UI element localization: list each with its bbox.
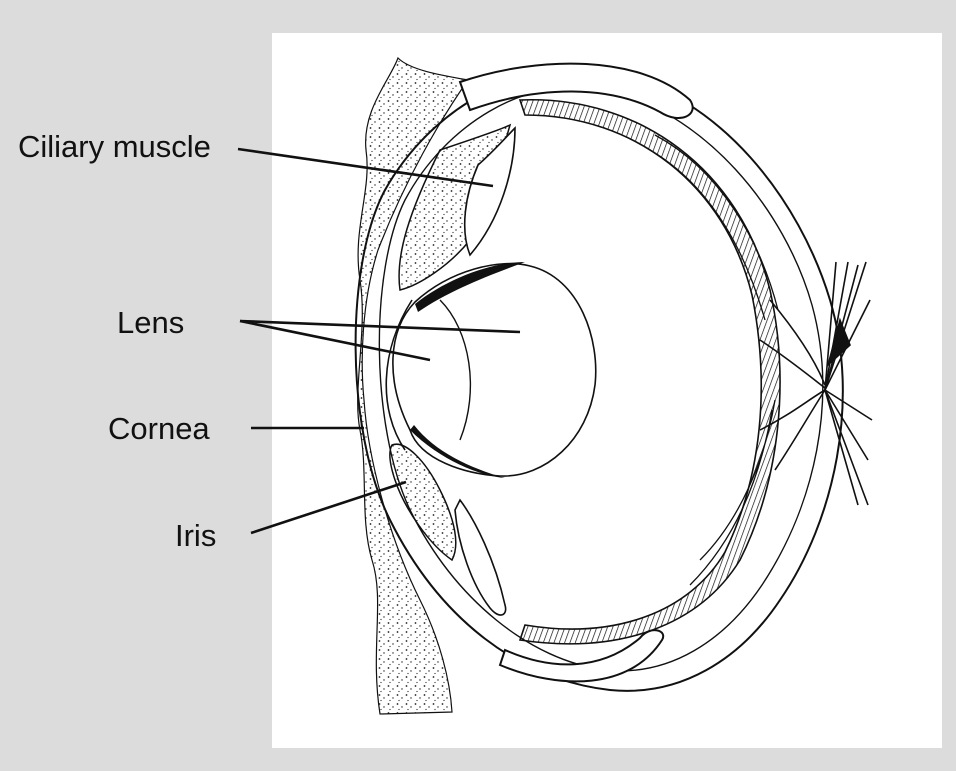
retina-band	[518, 99, 781, 645]
label-lens: Lens	[117, 305, 185, 340]
leader-line-lens-2	[239, 319, 431, 362]
leader-line-iris	[250, 480, 407, 535]
ciliary-muscle-upper	[463, 126, 516, 257]
choroid-lines	[649, 134, 779, 586]
lens-outline	[392, 262, 597, 477]
label-ciliary-muscle: Ciliary muscle	[18, 129, 211, 164]
skin-tissue	[357, 56, 470, 715]
label-iris: Iris	[175, 518, 217, 553]
leader-lines	[237, 147, 521, 535]
iris-lower	[389, 443, 457, 562]
cornea-curve	[385, 299, 413, 451]
lens-inner-curve	[439, 299, 472, 441]
sclera-outer	[354, 68, 844, 692]
leader-line-ciliary	[237, 147, 494, 188]
lower-eyelid	[498, 629, 665, 683]
label-cornea: Cornea	[108, 411, 210, 446]
leader-line-lens-1	[239, 319, 521, 334]
upper-eyelid	[458, 62, 694, 119]
optic-nerve	[759, 261, 873, 506]
ciliary-muscle-lower	[454, 498, 507, 616]
